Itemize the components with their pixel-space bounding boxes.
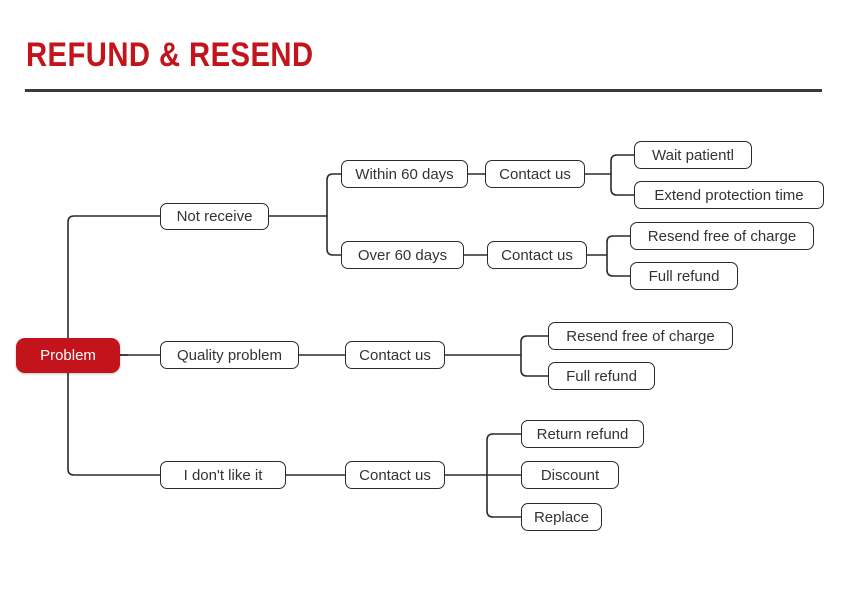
node-extend-protection-time[interactable]: Extend protection time — [634, 181, 824, 209]
node-full-refund-over[interactable]: Full refund — [630, 262, 738, 290]
connector-notreceive-to-within — [326, 173, 341, 216]
connector-contact-within-to-wait — [610, 154, 634, 174]
node-within-60-days[interactable]: Within 60 days — [341, 160, 468, 188]
node-contact-us-dislike[interactable]: Contact us — [345, 461, 445, 489]
connector-contact-dislike-to-replace — [486, 475, 521, 518]
node-resend-free-of-charge-over[interactable]: Resend free of charge — [630, 222, 814, 250]
connector-notreceive-to-over — [326, 216, 341, 256]
connector-contact-within-to-extend — [610, 174, 634, 196]
node-full-refund-quality[interactable]: Full refund — [548, 362, 655, 390]
node-contact-us-over-60-days[interactable]: Contact us — [487, 241, 587, 269]
connector-root-to-not-receive — [67, 215, 160, 355]
page-title: REFUND & RESEND — [26, 36, 314, 74]
node-problem[interactable]: Problem — [16, 338, 120, 373]
node-resend-free-of-charge-quality[interactable]: Resend free of charge — [548, 322, 733, 350]
connector-contact-quality-to-fullrefund — [520, 355, 548, 377]
slide-header: REFUND & RESEND — [0, 0, 850, 100]
node-not-receive[interactable]: Not receive — [160, 203, 269, 230]
node-return-refund[interactable]: Return refund — [521, 420, 644, 448]
node-discount[interactable]: Discount — [521, 461, 619, 489]
node-quality-problem[interactable]: Quality problem — [160, 341, 299, 369]
title-divider — [25, 89, 822, 92]
connector-contact-over-to-resend — [606, 235, 630, 255]
node-contact-us-within-60-days[interactable]: Contact us — [485, 160, 585, 188]
node-dont-like-it[interactable]: I don't like it — [160, 461, 286, 489]
node-over-60-days[interactable]: Over 60 days — [341, 241, 464, 269]
node-replace[interactable]: Replace — [521, 503, 602, 531]
connector-root-to-dislike — [67, 355, 160, 476]
connector-contact-quality-to-resend — [520, 335, 548, 355]
connector-contact-dislike-to-return — [486, 433, 521, 475]
connector-contact-over-to-fullrefund — [606, 255, 630, 277]
node-wait-patiently[interactable]: Wait patientl — [634, 141, 752, 169]
node-contact-us-quality[interactable]: Contact us — [345, 341, 445, 369]
